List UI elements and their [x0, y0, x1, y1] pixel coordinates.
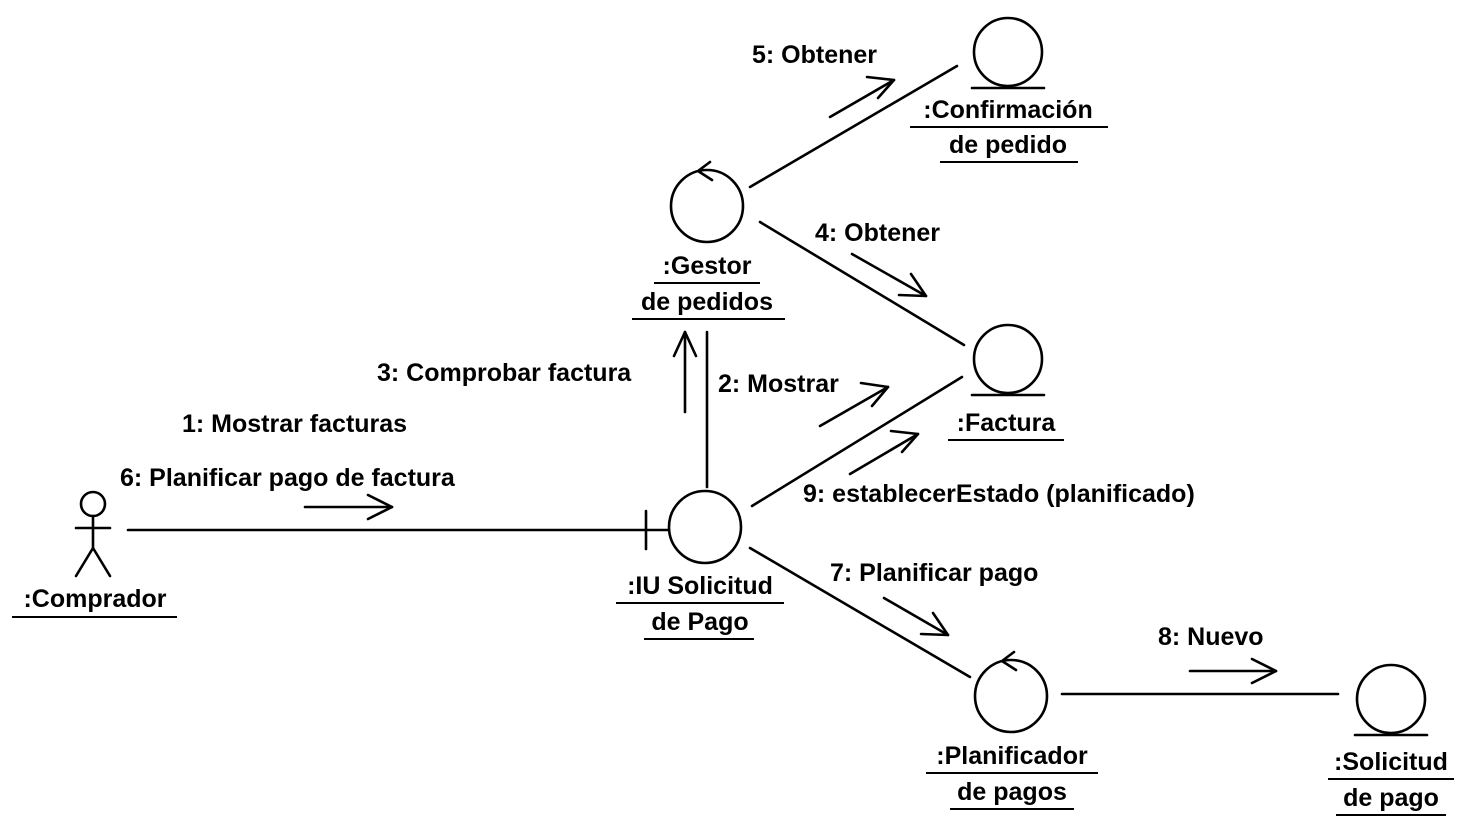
planificador-label-1: :Planificador	[936, 742, 1088, 770]
arrowhead-icon	[366, 493, 394, 521]
message-arrow-2	[818, 381, 890, 428]
iu-solicitud-label-2: de Pago	[651, 608, 748, 636]
boundary-iu-solicitud-pago[interactable]: :IU Solicitud de Pago	[616, 489, 784, 640]
message-arrow-9	[848, 429, 920, 476]
factura-label: :Factura	[957, 409, 1057, 437]
arrowhead-icon	[859, 381, 890, 408]
message-label-2: 2: Mostrar	[718, 370, 839, 398]
planificador-label-2: de pagos	[957, 778, 1067, 806]
link-iu-planificador	[748, 546, 972, 679]
message-label-7: 7: Planificar pago	[830, 559, 1038, 587]
message-arrow-3	[672, 330, 698, 414]
message-label-5: 5: Obtener	[752, 41, 877, 69]
actor-legs	[74, 546, 112, 578]
message-arrow-4	[850, 252, 928, 298]
message-label-3: 3: Comprobar factura	[377, 359, 632, 387]
actor-comprador[interactable]: :Comprador	[12, 490, 177, 618]
entity-confirmacion-pedido[interactable]: :Confirmación de pedido	[910, 16, 1108, 163]
message-arrow-7	[882, 596, 950, 637]
entity-factura[interactable]: :Factura	[948, 323, 1064, 441]
message-arrow-5	[828, 75, 896, 119]
arrowhead-icon	[1250, 657, 1278, 685]
link-iu-factura	[750, 375, 964, 508]
confirmacion-label-2: de pedido	[949, 131, 1067, 159]
message-label-1: 1: Mostrar facturas	[182, 410, 407, 438]
message-label-8: 8: Nuevo	[1158, 623, 1264, 651]
entity-icon	[972, 16, 1044, 88]
entity-icon	[1355, 663, 1427, 735]
actor-head-icon	[79, 490, 107, 518]
control-arrowhead	[1000, 650, 1018, 672]
link-gestor-factura	[758, 220, 966, 347]
message-label-6: 6: Planificar pago de factura	[120, 464, 456, 492]
arrowhead-icon	[865, 75, 896, 100]
message-arrow-8	[1188, 657, 1278, 685]
link-gestor-confirmacion	[748, 64, 959, 189]
control-planificador-pagos[interactable]: :Planificador de pagos	[926, 650, 1098, 810]
entity-solicitud-pago[interactable]: :Solicitud de pago	[1328, 663, 1454, 816]
gestor-label-1: :Gestor	[663, 252, 752, 280]
arrowhead-icon	[897, 272, 928, 298]
control-icon	[973, 658, 1049, 734]
message-label-9: 9: establecerEstado (planificado)	[803, 480, 1195, 508]
confirmacion-label-1: :Confirmación	[923, 96, 1092, 124]
solicitud-pago-label-1: :Solicitud	[1334, 748, 1448, 776]
gestor-label-2: de pedidos	[641, 288, 773, 316]
control-icon	[669, 168, 745, 244]
arrowhead-icon	[919, 611, 950, 637]
solicitud-pago-label-2: de pago	[1343, 784, 1439, 812]
comprador-label: :Comprador	[23, 585, 166, 613]
boundary-icon	[667, 489, 743, 565]
control-gestor-pedidos[interactable]: :Gestor de pedidos	[632, 160, 785, 320]
control-arrowhead	[696, 160, 714, 182]
iu-solicitud-label-1: :IU Solicitud	[627, 572, 773, 600]
message-arrow-1-6	[303, 493, 394, 521]
entity-icon	[972, 323, 1044, 395]
arrowhead-icon	[889, 429, 920, 454]
message-label-4: 4: Obtener	[815, 219, 940, 247]
arrowhead-icon	[672, 330, 698, 358]
